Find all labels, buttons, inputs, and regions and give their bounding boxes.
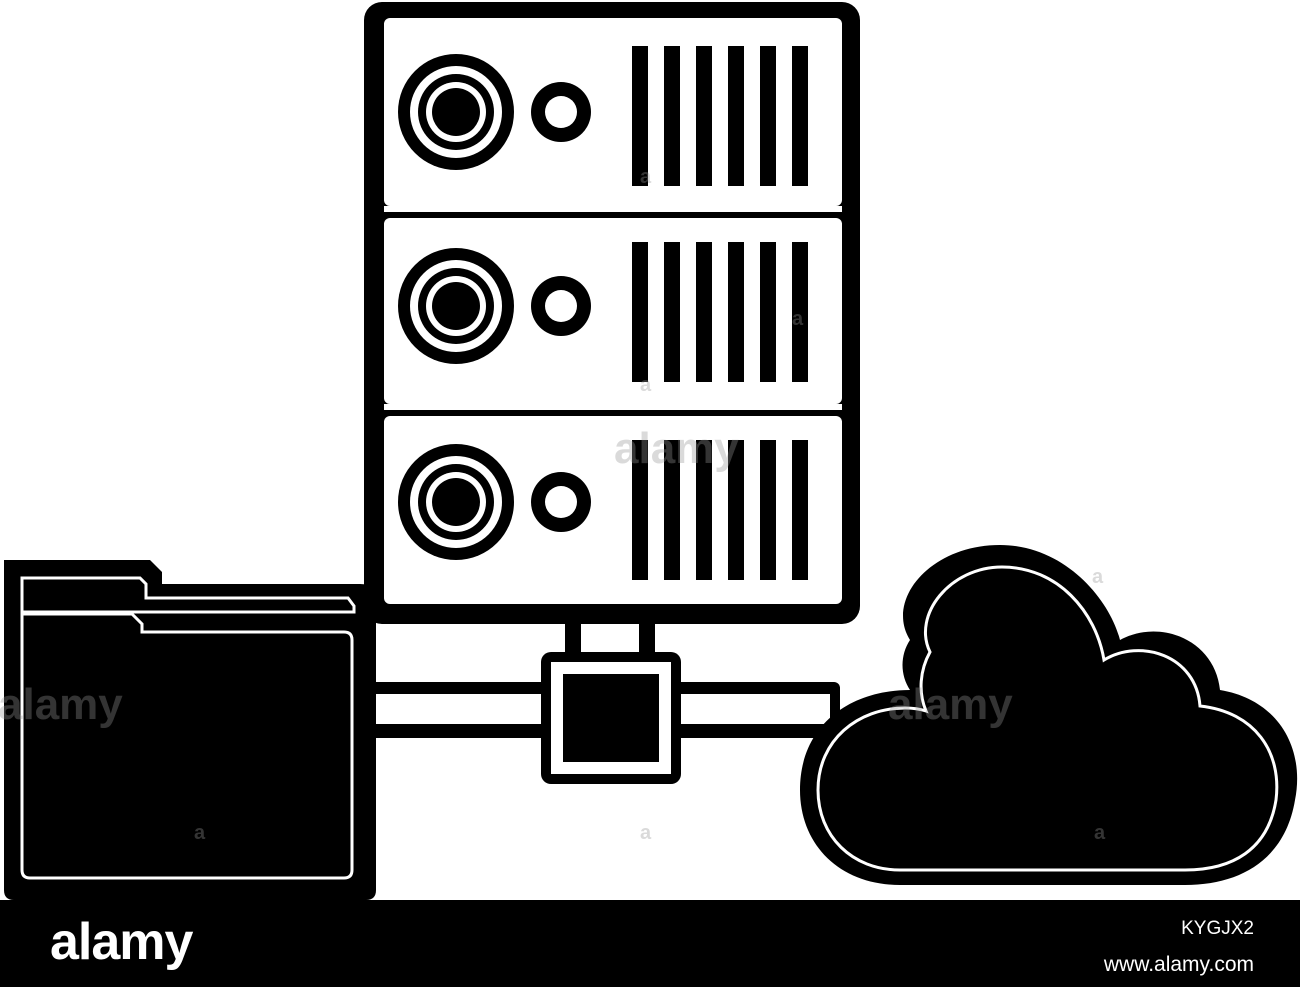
cloud-icon [800, 545, 1298, 885]
network-storage-illustration [4, 2, 1298, 900]
server-rack-icon [364, 2, 860, 624]
image-id: KYGJX2 [1181, 918, 1254, 939]
footer-logo: alamy [50, 913, 193, 971]
server-unit-1 [384, 18, 842, 206]
folder-icon [4, 560, 376, 900]
server-unit-2 [384, 218, 842, 404]
footer-url: www.alamy.com [1103, 953, 1254, 976]
server-unit-3 [384, 416, 842, 604]
footer-bar: alamy KYGJX2 www.alamy.com [0, 900, 1300, 987]
network-connector-icon [360, 598, 840, 784]
